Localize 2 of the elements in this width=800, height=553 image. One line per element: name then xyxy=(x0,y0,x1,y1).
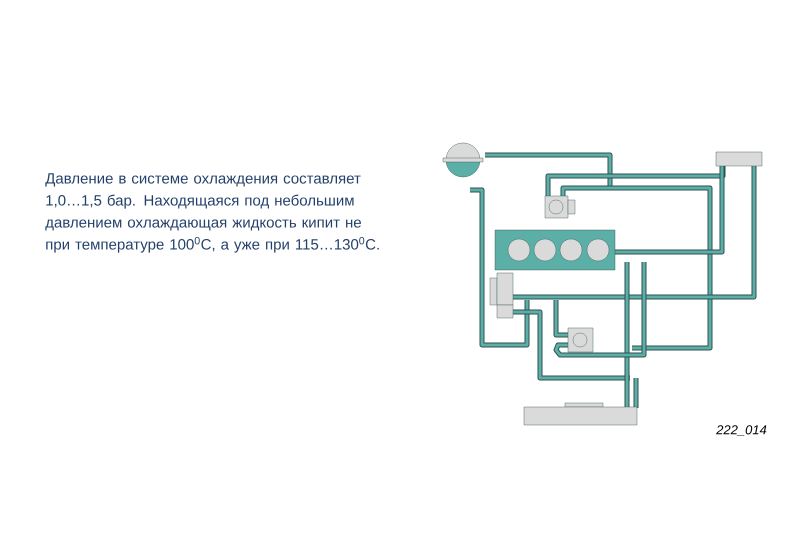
figure-number: 222_014 xyxy=(716,425,766,436)
description-text: Давление в системе охлаждения составляет 1,0…1,5 бар. Находящаяся под небольшим давлением охлаждающая жидкость кипит не при температуре 100$^{0}$С, а уже при 115…130$^{0}$С. xyxy=(45,173,379,253)
